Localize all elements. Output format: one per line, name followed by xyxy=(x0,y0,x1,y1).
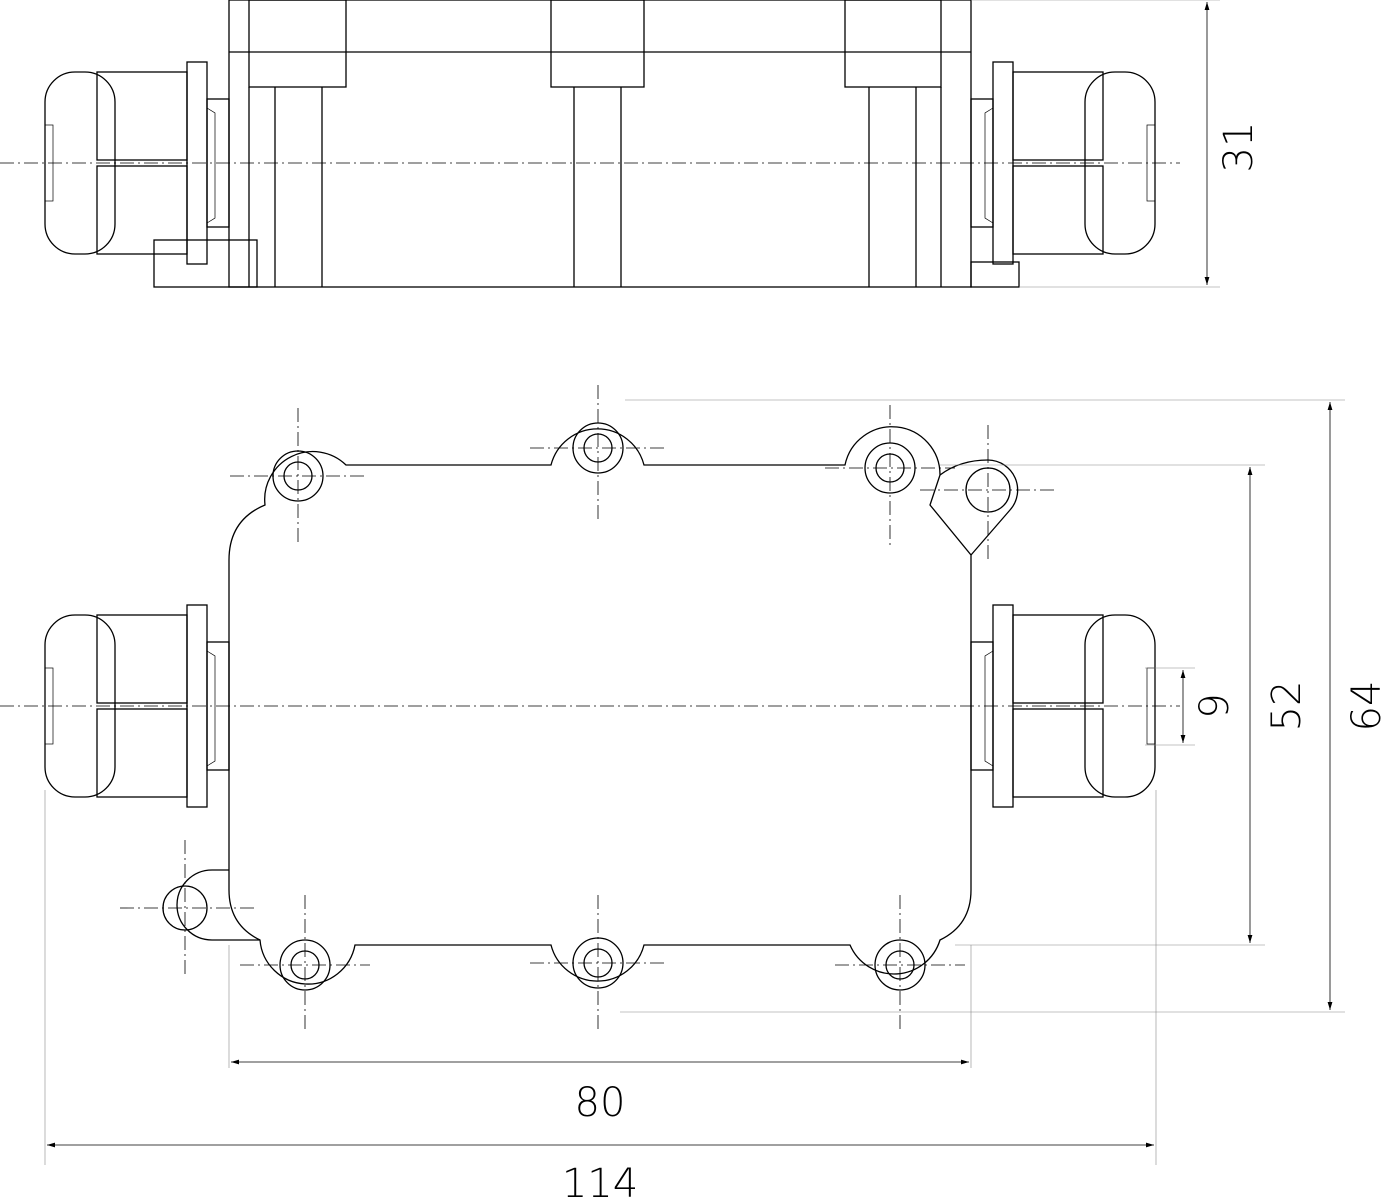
side-view: 31 xyxy=(0,0,1262,288)
top-view: 80 114 52 64 9 xyxy=(0,385,1382,1200)
dimension-label-64: 64 xyxy=(1344,681,1382,732)
mounting-holes xyxy=(272,422,926,991)
dimension-label-52: 52 xyxy=(1264,681,1310,732)
dimension-label-31: 31 xyxy=(1216,122,1262,173)
dimension-label-80: 80 xyxy=(575,1080,626,1126)
dimension-label-9: 9 xyxy=(1192,693,1238,718)
dimension-label-114: 114 xyxy=(562,1161,638,1200)
